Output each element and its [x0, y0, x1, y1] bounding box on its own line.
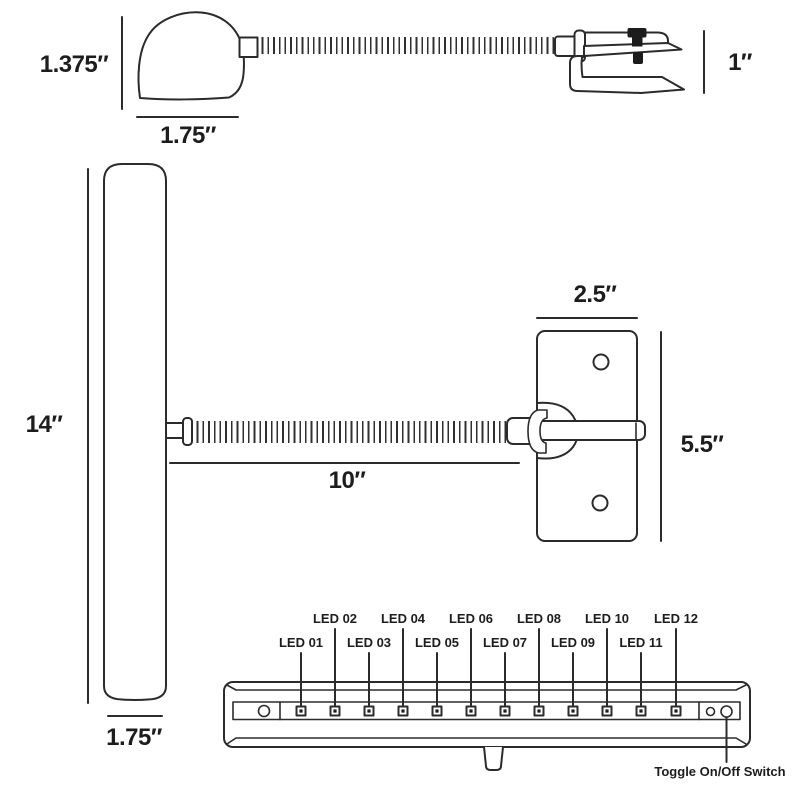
led-01-label: LED 01 [278, 635, 324, 650]
led-06-label: LED 06 [448, 611, 494, 626]
gooseneck-stem-bottom [483, 746, 504, 771]
gooseneck-ribs-side-view [256, 37, 556, 54]
mount-rod [533, 420, 646, 441]
led-07-label: LED 07 [482, 635, 528, 650]
dim-bar-length-label: 14″ [25, 411, 63, 438]
dim-arm-length-label: 10″ [328, 467, 366, 494]
led-09-label: LED 09 [550, 635, 596, 650]
lamp-bar-front [103, 163, 167, 701]
dim-plate-height-label: 5.5″ [680, 431, 724, 458]
side-view [121, 11, 705, 118]
led-08-label: LED 08 [516, 611, 562, 626]
dim-head-height-label: 1.375″ [39, 51, 109, 78]
toggle-switch-label: Toggle On/Off Switch [654, 764, 786, 779]
front-view [87, 163, 662, 717]
led-04-label: LED 04 [380, 611, 426, 626]
screw-hole-top [592, 353, 610, 371]
housing-inner-top-edge [226, 684, 747, 691]
clamp-body [569, 31, 685, 94]
gooseneck-ribs-front-view [191, 421, 509, 443]
led-strip [232, 701, 741, 721]
dim-bar-width-label: 1.75″ [106, 724, 162, 751]
front-view-dimension-lines [87, 168, 662, 717]
side-view-dimension-lines [121, 16, 705, 118]
bottom-view [223, 628, 751, 771]
led-11-label: LED 11 [619, 635, 663, 650]
screw-hole-bottom [591, 494, 609, 512]
dim-plate-width-label: 2.5″ [573, 281, 617, 308]
housing-inner-bottom-edge [226, 737, 747, 745]
gooseneck-connector [238, 36, 259, 58]
led-10-label: LED 10 [584, 611, 630, 626]
indicator-circle [705, 706, 716, 717]
dim-head-width-label: 1.75″ [160, 122, 216, 149]
led-05-label: LED 05 [414, 635, 460, 650]
led-leader-lines [300, 628, 728, 763]
lamp-head-side [137, 11, 245, 101]
gooseneck-stub-flange [182, 417, 193, 446]
led-02-label: LED 02 [312, 611, 358, 626]
gooseneck-stub [165, 422, 185, 439]
strip-screw-left [257, 704, 271, 718]
clamp-thumb-screw [627, 28, 647, 64]
led-12-label: LED 12 [653, 611, 699, 626]
dim-clamp-height-label: 1″ [728, 49, 752, 76]
mount-strap [527, 409, 548, 454]
led-03-label: LED 03 [346, 635, 392, 650]
